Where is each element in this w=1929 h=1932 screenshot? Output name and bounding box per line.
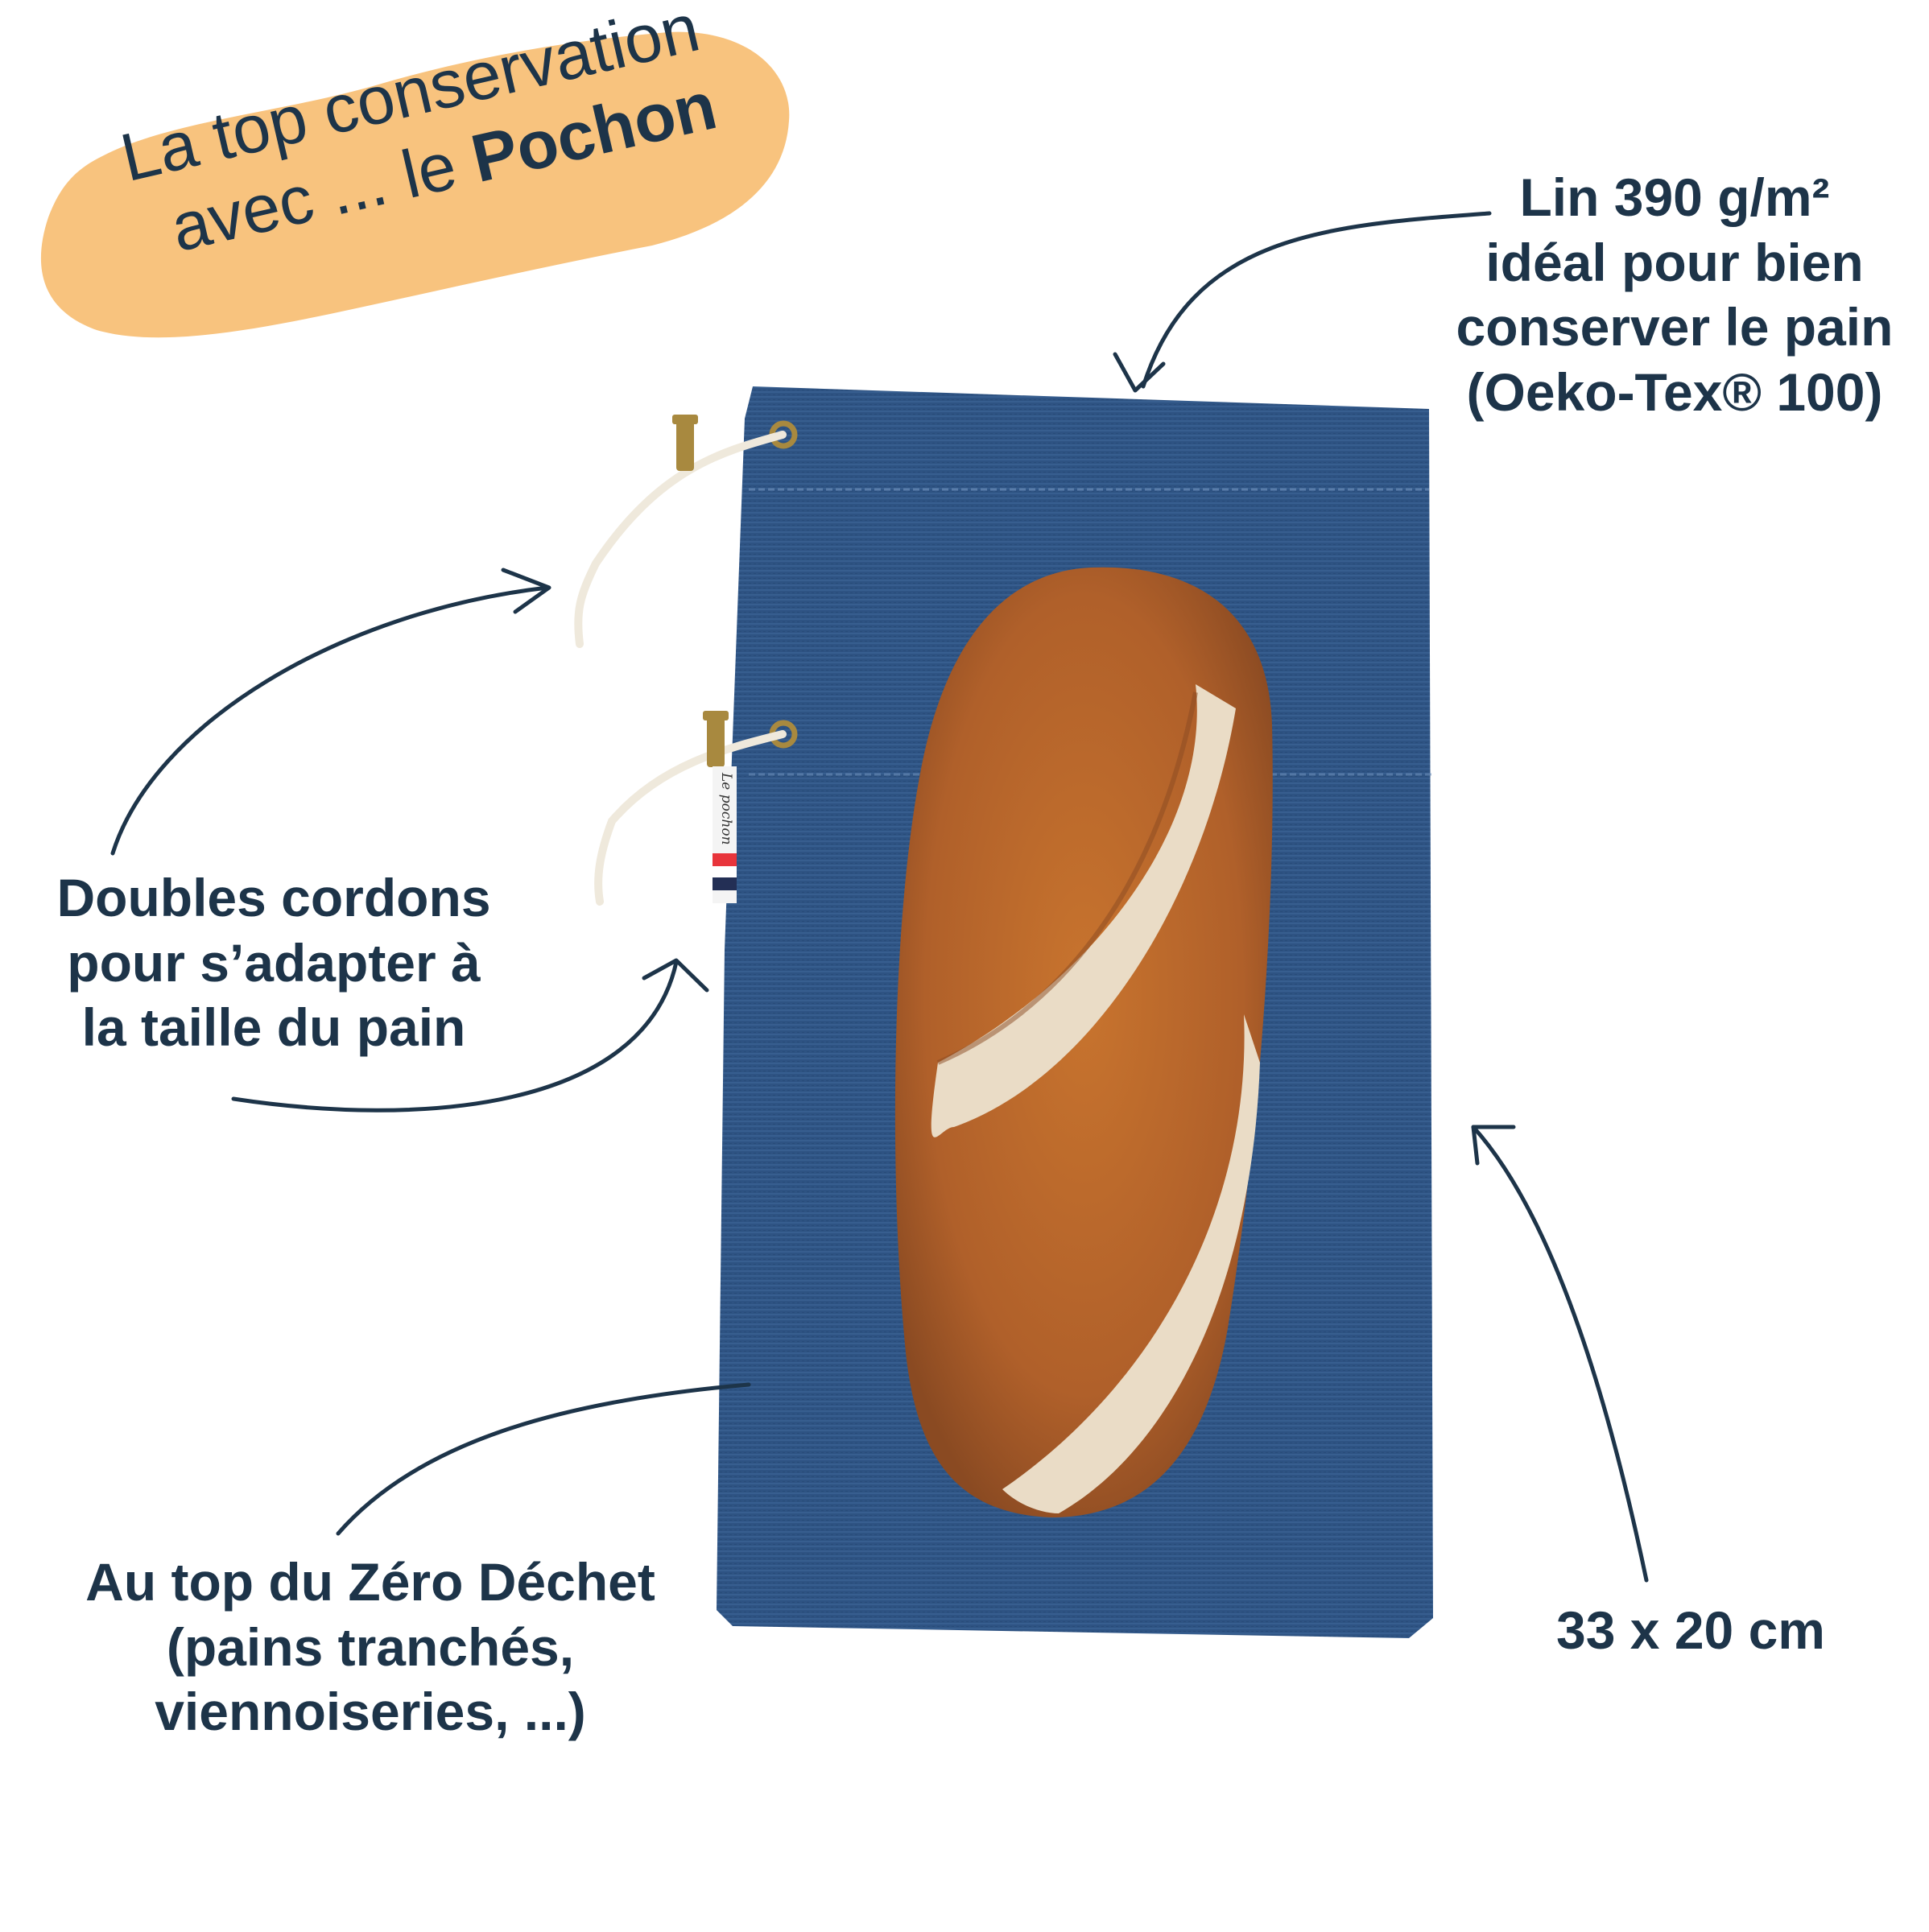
callout-cords: Doubles cordons pour s’adapter à la tail… [56,868,491,1058]
arrow-icon [1471,1125,1649,1583]
callout-zero-waste: Au top du Zéro Déchet (pains tranchés, v… [85,1552,655,1742]
arrow-icon [1113,352,1166,393]
brand-tag-text: Le pochon [718,773,734,845]
arrow-icon [231,960,679,1113]
arrow-icon [642,958,709,993]
flag-red-stripe [713,853,737,866]
flag-blue-stripe [713,877,737,890]
arrow-icon [336,1382,751,1536]
bread-loaf [894,567,1273,1517]
arrow-icon [1141,211,1492,389]
flag-white-stripe [713,866,737,877]
arrow-icon [501,568,551,614]
badge-brush-shape [40,31,790,338]
callout-size: 33 x 20 cm [1556,1600,1825,1660]
callout-linen: Lin 390 g/m² idéal pour bien conserver l… [1456,167,1894,422]
arrow-icon [110,585,550,856]
brand-tag: Le pochon [713,766,737,903]
arrow-icon [1471,1125,1516,1166]
